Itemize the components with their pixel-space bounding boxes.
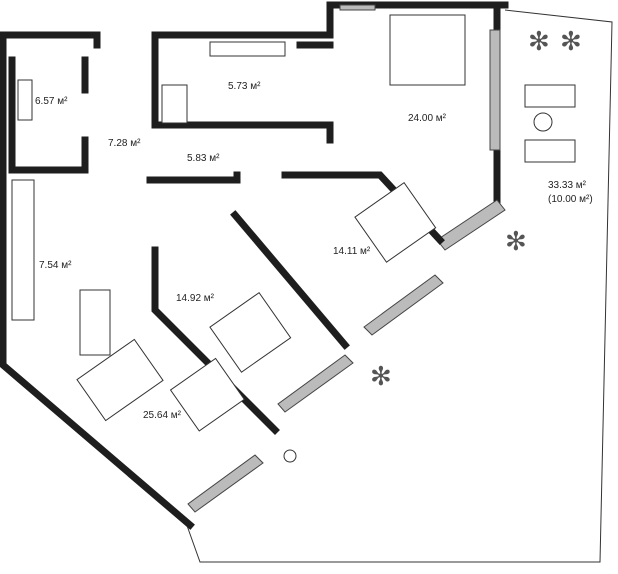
- dining-table: [79, 289, 111, 356]
- area-label-bedroom-3: 14.92 м²: [176, 293, 215, 304]
- area-label-bathroom-2: 5.73 м²: [228, 81, 261, 92]
- sun-lounger: [524, 139, 576, 163]
- area-label-terrace: 33.33 м²: [548, 180, 587, 191]
- area-label-terrace-reduced: (10.00 м²): [548, 194, 593, 205]
- bathtub: [161, 84, 188, 124]
- bed-bedroom-3: [209, 291, 292, 373]
- plant-icon: ✻: [505, 227, 527, 256]
- area-label-entry-hall: 7.28 м²: [108, 138, 141, 149]
- double-bed-master: [389, 14, 466, 86]
- kitchen-counter: [11, 179, 35, 321]
- facade-windows: [187, 4, 506, 513]
- sofa: [76, 338, 164, 422]
- area-label-master-bedroom: 24.00 м²: [408, 113, 447, 124]
- area-label-living-room: 25.64 м²: [143, 410, 182, 421]
- area-label-corridor: 5.83 м²: [187, 153, 220, 164]
- plant-icons: ✻ ✻ ✻ ✻: [370, 27, 582, 391]
- terrace-table: [283, 449, 297, 463]
- side-table: [533, 112, 553, 132]
- plant-icon: ✻: [560, 27, 582, 56]
- sun-lounger: [524, 84, 576, 108]
- area-label-bathroom-1: 6.57 м²: [35, 96, 68, 107]
- plant-icon: ✻: [370, 362, 392, 391]
- plant-icon: ✻: [528, 27, 550, 56]
- armchair: [169, 357, 245, 432]
- vanity: [209, 41, 286, 57]
- room-labels: 6.57 м² 5.73 м² 24.00 м² 7.28 м² 5.83 м²…: [35, 81, 593, 421]
- bed-bedroom-2: [354, 181, 437, 263]
- terrace-outline: [184, 9, 613, 563]
- vanity-2: [17, 79, 33, 121]
- furniture: [11, 14, 576, 463]
- area-label-bedroom-2: 14.11 м²: [333, 246, 371, 257]
- area-label-kitchen: 7.54 м²: [39, 260, 72, 271]
